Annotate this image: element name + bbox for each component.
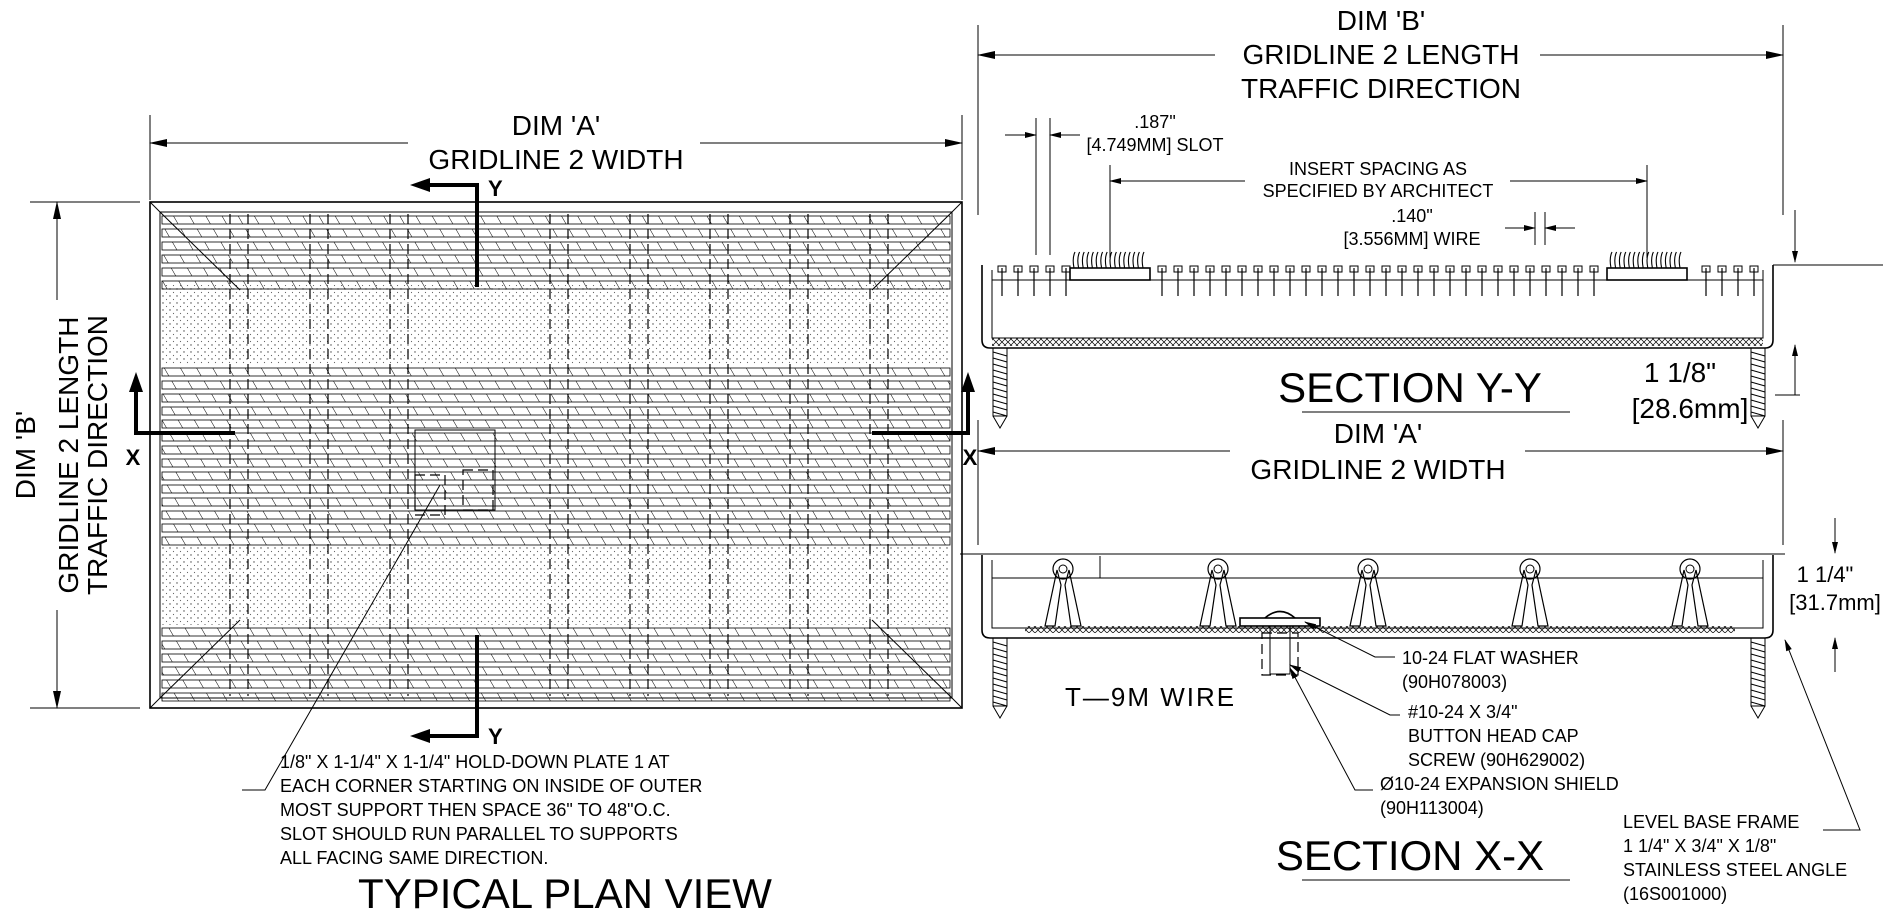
plan-dim-b-label: DIM 'B' <box>10 411 41 499</box>
xx-dim-a-label: DIM 'A' <box>1334 418 1422 449</box>
anchor-right <box>1750 347 1766 429</box>
yy-slot-dim-2: [4.749MM] SLOT <box>1086 135 1223 155</box>
xx-dim-a-sub: GRIDLINE 2 WIDTH <box>1250 454 1505 485</box>
yy-slot-dim-1: .187" <box>1134 112 1175 132</box>
xx-screw-3: SCREW (90H629002) <box>1408 750 1585 770</box>
plan-note: 1/8" X 1-1/4" X 1-1/4" HOLD-DOWN PLATE 1… <box>280 752 702 868</box>
xx-washer-2: (90H078003) <box>1402 672 1507 692</box>
yy-dim-b-sub2: TRAFFIC DIRECTION <box>1241 73 1521 104</box>
cut-label-y-top: Y <box>488 176 503 201</box>
yy-insert-spacing-1: INSERT SPACING AS <box>1289 159 1467 179</box>
brush-insert-right <box>1606 251 1688 281</box>
center-fastener <box>1239 610 1321 676</box>
plan-note-line-5: ALL FACING SAME DIRECTION. <box>280 848 548 868</box>
xx-frame-3: STAINLESS STEEL ANGLE <box>1623 860 1847 880</box>
xx-height-dim-2: [31.7mm] <box>1789 590 1881 615</box>
xx-screw-2: BUTTON HEAD CAP <box>1408 726 1579 746</box>
yy-wire-dim-1: .140" <box>1391 206 1432 226</box>
cut-label-y-bottom: Y <box>488 724 503 749</box>
plan-note-line-1: 1/8" X 1-1/4" X 1-1/4" HOLD-DOWN PLATE 1… <box>280 752 670 772</box>
xx-frame-2: 1 1/4" X 3/4" X 1/8" <box>1623 836 1776 856</box>
cut-label-x-right: X <box>963 445 978 470</box>
section-yy-title: SECTION Y-Y <box>1278 364 1542 411</box>
anchor-left <box>992 347 1008 429</box>
xx-shield-1: Ø10-24 EXPANSION SHIELD <box>1380 774 1619 794</box>
anchor-xx-left <box>992 637 1008 719</box>
cut-marker-y-bottom: Y <box>410 635 503 749</box>
plan-dim-b-sub1: GRIDLINE 2 LENGTH <box>53 317 84 594</box>
plan-dim-a-sub: GRIDLINE 2 WIDTH <box>428 144 683 175</box>
plan-dim-b-sub2: TRAFFIC DIRECTION <box>82 315 113 595</box>
plan-view: DIM 'A' GRIDLINE 2 WIDTH DIM 'B' GRIDLIN… <box>10 110 978 915</box>
anchor-xx-right <box>1750 637 1766 719</box>
xx-frame-4: (16S001000) <box>1623 884 1727 904</box>
cut-marker-x-right: X <box>872 372 978 470</box>
xx-screw-1: #10-24 X 3/4" <box>1408 702 1517 722</box>
xx-wire-note: T—9M WIRE <box>1065 682 1236 712</box>
brush-insert-left <box>1069 251 1151 281</box>
grate-frame <box>149 201 963 709</box>
plan-note-line-4: SLOT SHOULD RUN PARALLEL TO SUPPORTS <box>280 824 678 844</box>
yy-wire-dim-2: [3.556MM] WIRE <box>1343 229 1480 249</box>
xx-shield-2: (90H113004) <box>1380 798 1484 818</box>
section-yy: DIM 'B' GRIDLINE 2 LENGTH TRAFFIC DIRECT… <box>977 5 1883 429</box>
section-xx: DIM 'A' GRIDLINE 2 WIDTH 1 1/ <box>960 418 1881 904</box>
cut-label-x-left: X <box>126 445 141 470</box>
xx-height-dim-1: 1 1/4" <box>1797 562 1854 587</box>
yy-height-dim-2: [28.6mm] <box>1632 393 1749 424</box>
plan-dim-a-label: DIM 'A' <box>512 110 600 141</box>
xx-frame-1: LEVEL BASE FRAME <box>1623 812 1799 832</box>
section-xx-title: SECTION X-X <box>1276 832 1544 879</box>
plan-view-title: TYPICAL PLAN VIEW <box>358 870 772 915</box>
yy-dim-b-sub1: GRIDLINE 2 LENGTH <box>1243 39 1520 70</box>
plan-note-line-2: EACH CORNER STARTING ON INSIDE OF OUTER <box>280 776 702 796</box>
cut-marker-x-left: X <box>126 372 235 470</box>
cut-marker-y-top: Y <box>410 176 503 287</box>
yy-insert-spacing-2: SPECIFIED BY ARCHITECT <box>1263 181 1494 201</box>
yy-height-dim-1: 1 1/8" <box>1644 357 1716 388</box>
plan-note-line-3: MOST SUPPORT THEN SPACE 36" TO 48"O.C. <box>280 800 671 820</box>
yy-dim-b-label: DIM 'B' <box>1337 5 1425 36</box>
xx-washer-1: 10-24 FLAT WASHER <box>1402 648 1579 668</box>
